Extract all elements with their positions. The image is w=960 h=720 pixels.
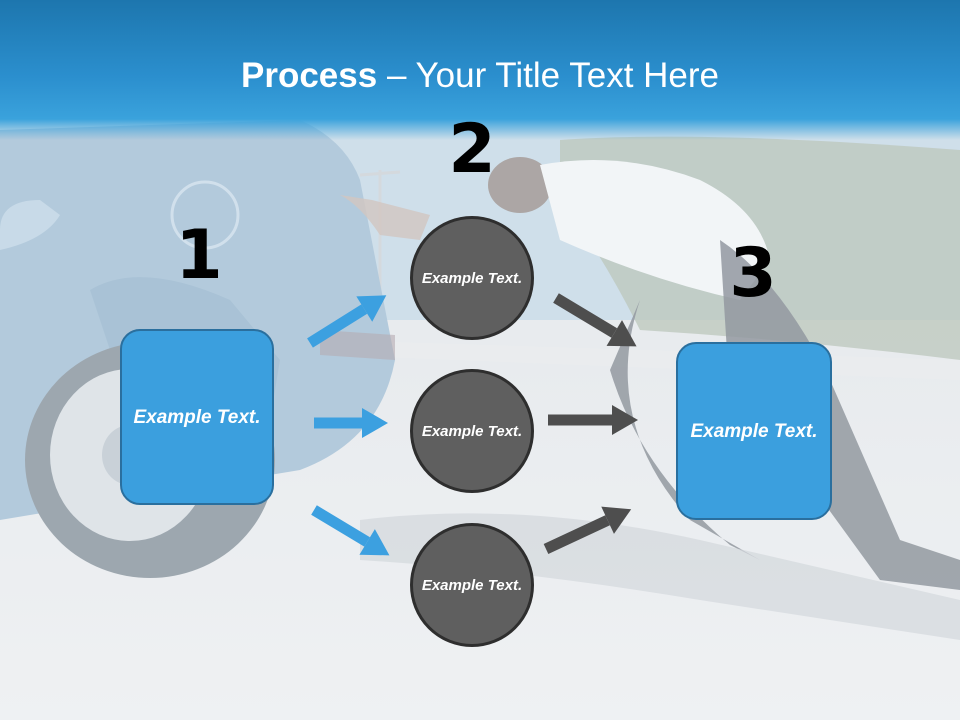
arrow-1-to-top (307, 295, 387, 348)
arrow-1-to-bottom (311, 505, 390, 556)
step-2-circle-middle: Example Text. (410, 369, 534, 493)
step-3-text: Example Text. (690, 420, 818, 442)
step-number-1: 1 (175, 216, 223, 295)
slide-title: Process – Your Title Text Here (0, 54, 960, 98)
step-3-box: Example Text. (676, 342, 832, 520)
circle-middle-text: Example Text. (421, 422, 523, 440)
step-2-circle-bottom: Example Text. (410, 523, 534, 647)
step-number-2: 2 (448, 110, 496, 189)
step-number-3: 3 (729, 234, 777, 313)
circle-bottom-text: Example Text. (421, 576, 523, 594)
arrow-middle-to-3 (548, 405, 638, 435)
step-1-text: Example Text. (133, 406, 261, 428)
circle-top-text: Example Text. (421, 269, 523, 287)
title-rest: – Your Title Text Here (377, 56, 719, 95)
arrow-top-to-3 (553, 293, 637, 347)
title-bold: Process (241, 56, 378, 95)
step-2-circle-top: Example Text. (410, 216, 534, 340)
step-1-box: Example Text. (120, 329, 274, 505)
title-band (0, 0, 960, 140)
arrow-bottom-to-3 (543, 506, 632, 554)
arrow-1-to-middle (314, 408, 388, 438)
